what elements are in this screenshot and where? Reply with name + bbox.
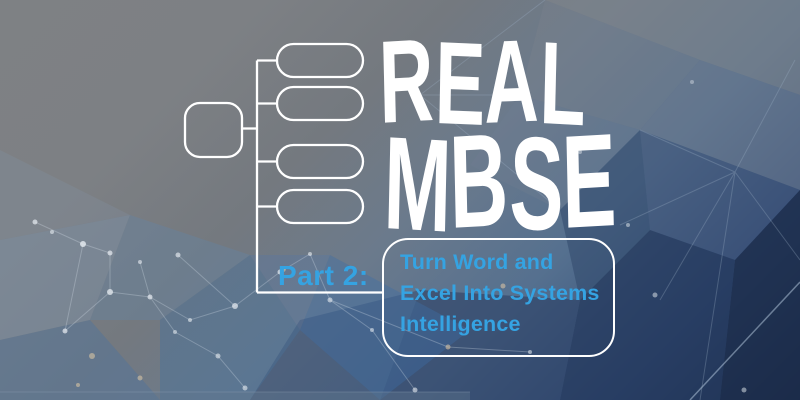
subtitle-text: Turn Word and Excel Into Systems Intelli…: [400, 250, 600, 336]
tree-branch-connectors: [257, 59, 277, 208]
part-label: Part 2:: [278, 260, 369, 291]
tree-leaf-node-1: [275, 42, 365, 79]
title-line-2: MBSE: [383, 104, 618, 264]
title-line-1: REAL: [378, 13, 586, 153]
tree-root-node: [183, 101, 244, 159]
tree-leaf-node-2: [275, 85, 365, 122]
subtitle-box: Turn Word and Excel Into Systems Intelli…: [382, 238, 615, 357]
tree-leaf-node-3: [275, 143, 365, 180]
tree-leaf-node-4: [275, 188, 365, 225]
